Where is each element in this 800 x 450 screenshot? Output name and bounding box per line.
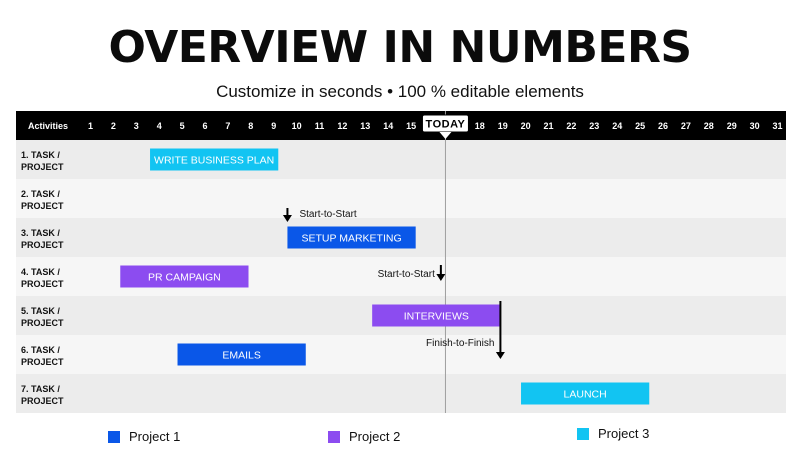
legend-item: Project 2 <box>328 429 400 444</box>
legend-swatch <box>328 430 340 443</box>
task-label: PR CAMPAIGN <box>148 272 221 284</box>
day-tick-label: 1 <box>88 121 93 131</box>
day-tick-label: 19 <box>498 121 508 131</box>
legend-label: Project 2 <box>349 429 401 444</box>
dependency-label: Start-to-Start <box>378 269 435 280</box>
row-label: 6. TASK / <box>21 345 60 355</box>
row-band <box>16 179 786 218</box>
day-tick-label: 7 <box>225 121 230 131</box>
day-tick-label: 11 <box>315 121 325 131</box>
day-tick-label: 29 <box>727 121 737 131</box>
page-subtitle: Customize in seconds • 100 % editable el… <box>216 82 584 101</box>
day-tick-label: 9 <box>271 121 276 131</box>
day-tick-label: 10 <box>292 121 302 131</box>
day-tick-label: 15 <box>406 121 416 131</box>
legend-item: Project 3 <box>577 426 649 441</box>
row-label: 1. TASK / <box>21 150 60 160</box>
day-tick-label: 13 <box>360 121 370 131</box>
task-label: SETUP MARKETING <box>301 233 401 245</box>
day-tick-label: 24 <box>612 121 622 131</box>
row-band <box>16 140 786 179</box>
header-band <box>16 111 786 140</box>
day-tick-label: 26 <box>658 121 668 131</box>
day-tick-label: 8 <box>248 121 253 131</box>
row-label: PROJECT <box>21 357 64 367</box>
day-tick-label: 14 <box>383 121 393 131</box>
dependency-arrowhead <box>495 352 505 359</box>
dependency-label: Finish-to-Finish <box>426 338 494 349</box>
day-tick-label: 31 <box>772 121 782 131</box>
task-bar <box>177 343 306 366</box>
task-bar <box>287 226 416 249</box>
task-label: LAUNCH <box>564 389 607 401</box>
row-label: 7. TASK / <box>21 384 60 394</box>
row-label: 2. TASK / <box>21 189 60 199</box>
task-bar <box>120 265 249 288</box>
day-tick-label: 30 <box>750 121 760 131</box>
dependency-arrowhead <box>436 274 446 281</box>
today-marker-pointer <box>439 132 452 139</box>
row-label: PROJECT <box>21 201 64 211</box>
page-title: OVERVIEW IN NUMBERS <box>108 22 692 73</box>
day-tick-label: 5 <box>180 121 185 131</box>
task-bar <box>521 382 650 405</box>
day-tick-label: 23 <box>589 121 599 131</box>
day-tick-label: 18 <box>475 121 485 131</box>
legend-swatch <box>577 427 589 440</box>
row-band <box>16 374 786 413</box>
row-label: 4. TASK / <box>21 267 60 277</box>
day-tick-label: 27 <box>681 121 691 131</box>
dependency-label: Start-to-Start <box>299 209 356 220</box>
day-tick-label: 2 <box>111 121 116 131</box>
day-tick-label: 20 <box>521 121 531 131</box>
task-label: INTERVIEWS <box>404 311 469 323</box>
row-label: PROJECT <box>21 240 64 250</box>
task-bar <box>372 304 501 327</box>
day-tick-label: 25 <box>635 121 645 131</box>
row-label: PROJECT <box>21 162 64 172</box>
day-tick-label: 6 <box>202 121 207 131</box>
dependency-arrowhead <box>282 215 292 222</box>
legend-item: Project 1 <box>108 429 180 444</box>
day-tick-label: 28 <box>704 121 714 131</box>
day-tick-label: 4 <box>157 121 162 131</box>
task-label: EMAILS <box>222 350 261 362</box>
header-activities-label: Activities <box>28 121 68 131</box>
day-tick-label: 12 <box>337 121 347 131</box>
task-label: WRITE BUSINESS PLAN <box>154 155 274 167</box>
row-band <box>16 335 786 374</box>
row-label: 5. TASK / <box>21 306 60 316</box>
legend-label: Project 1 <box>129 429 181 444</box>
legend-label: Project 3 <box>598 426 650 441</box>
row-label: PROJECT <box>21 279 64 289</box>
row-label: PROJECT <box>21 318 64 328</box>
day-tick-label: 22 <box>566 121 576 131</box>
day-tick-label: 21 <box>543 121 553 131</box>
row-label: PROJECT <box>21 396 64 406</box>
legend-swatch <box>108 430 120 443</box>
day-tick-label: 3 <box>134 121 139 131</box>
today-label: TODAY <box>426 119 466 131</box>
task-bar <box>150 148 279 171</box>
row-label: 3. TASK / <box>21 228 60 238</box>
